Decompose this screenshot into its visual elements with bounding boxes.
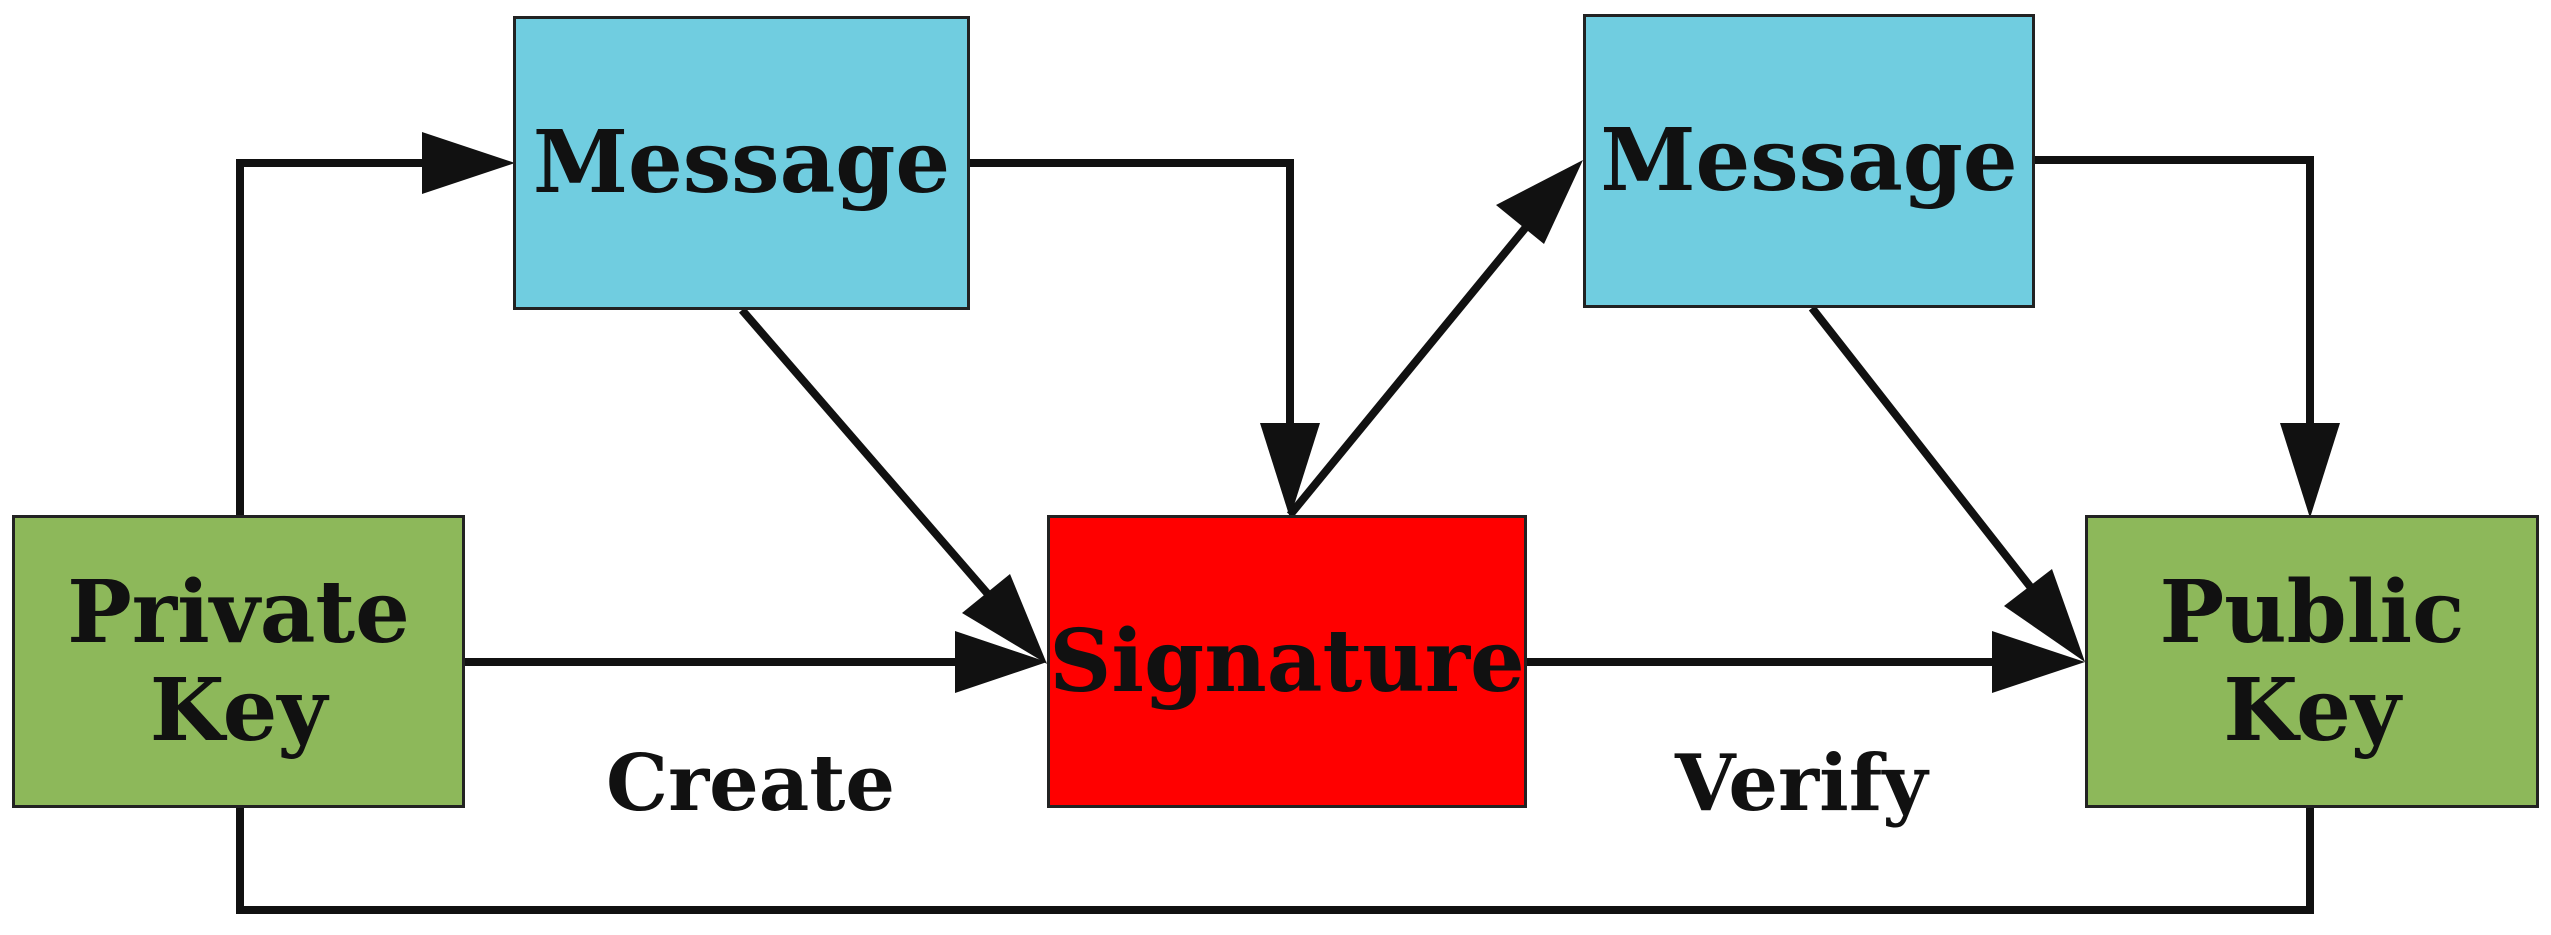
signature-box: Signature: [1047, 515, 1527, 808]
private-key-label: Private Key: [67, 561, 410, 761]
public-key-box: Public Key: [2085, 515, 2539, 808]
arrowhead-to-public-key-horizontal: [1992, 631, 2085, 693]
message-box-left: Message: [513, 16, 970, 310]
verify-caption: Verify: [1675, 738, 1928, 829]
message-left-label: Message: [532, 112, 951, 213]
edge-message-to-signature-vertical: [970, 159, 1294, 440]
arrowhead-to-message-left: [422, 132, 515, 194]
edge-signature-to-message: [1286, 207, 1544, 518]
arrowhead-to-message-right: [1496, 160, 1583, 244]
arrowhead-to-signature-vertical: [1260, 423, 1320, 518]
edge-private-key-to-public-key-bottom: [236, 808, 2314, 914]
arrowhead-to-signature-from-private-key: [955, 631, 1047, 693]
public-key-label: Public Key: [2159, 561, 2465, 761]
edge-message-to-signature-diagonal: [738, 307, 1004, 611]
private-key-box: Private Key: [12, 515, 465, 808]
edge-message-to-public-key-vertical: [2035, 156, 2314, 440]
arrowhead-to-public-key-diagonal: [2004, 569, 2085, 662]
edge-message-to-public-key-diagonal: [1808, 305, 2054, 615]
message-box-right: Message: [1583, 14, 2035, 308]
message-right-label: Message: [1600, 110, 2018, 211]
arrowhead-to-signature-diagonal: [962, 574, 1047, 664]
signature-label: Signature: [1049, 610, 1525, 712]
arrowhead-to-public-key-vertical: [2280, 423, 2340, 518]
create-caption: Create: [606, 738, 895, 829]
edge-private-key-to-message: [236, 159, 480, 518]
